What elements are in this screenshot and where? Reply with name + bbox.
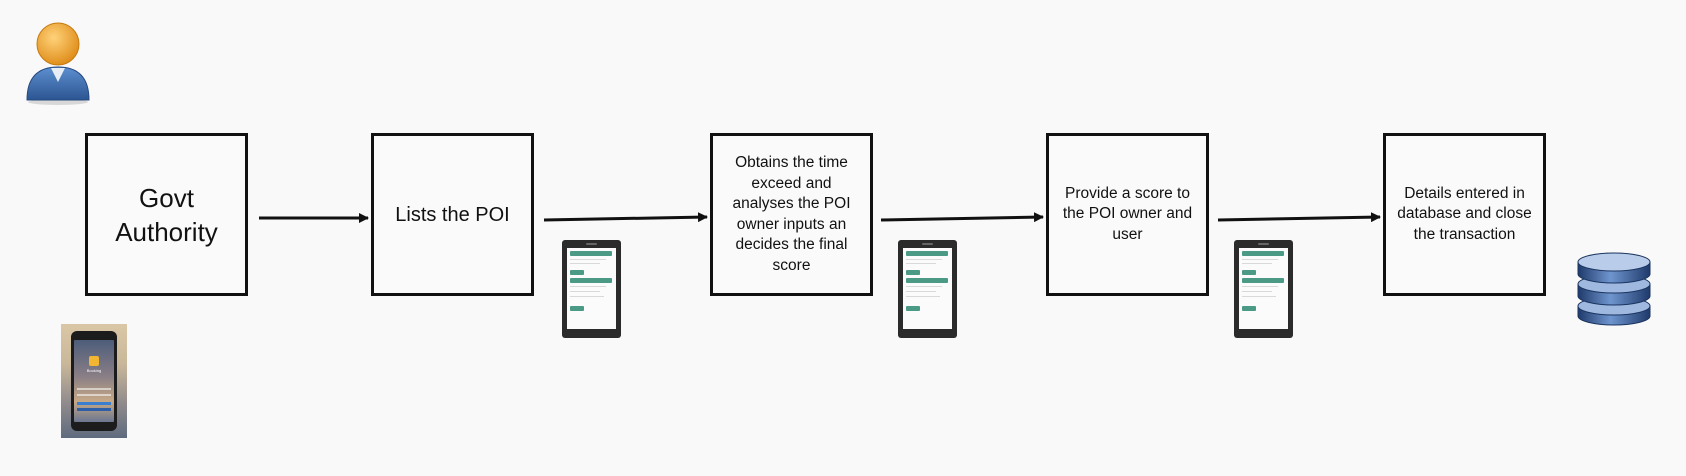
app-screen: Booking: [74, 340, 114, 422]
phone-screen: [1239, 248, 1288, 329]
phone-screen: [903, 248, 952, 329]
step-obtains-time: Obtains the time exceed and analyses the…: [710, 133, 873, 296]
database-icon: [1577, 252, 1651, 326]
step-label: Govt Authority: [115, 182, 218, 247]
mobile-app-icon: [1234, 240, 1293, 338]
user-icon: [26, 22, 90, 105]
arrow-score-to-details: [1217, 212, 1381, 223]
app-logo-icon: [89, 356, 99, 366]
smartphone: Booking: [71, 331, 117, 431]
mobile-app-photo: Booking: [61, 324, 127, 438]
step-provide-score: Provide a score to the POI owner and use…: [1046, 133, 1209, 296]
mobile-app-icon: [562, 240, 621, 338]
step-label: Provide a score to the POI owner and use…: [1062, 184, 1193, 243]
mobile-app-icon: [898, 240, 957, 338]
step-label: Details entered in database and close th…: [1397, 184, 1532, 243]
phone-screen: [567, 248, 616, 329]
app-title: Booking: [86, 368, 102, 373]
arrow-lists-to-obtains: [543, 212, 708, 223]
login-field: [77, 388, 111, 390]
step-lists-poi: Lists the POI: [371, 133, 534, 296]
step-details-entered: Details entered in database and close th…: [1383, 133, 1546, 296]
step-govt-authority: Govt Authority: [85, 133, 248, 296]
password-field: [77, 394, 111, 396]
step-label: Lists the POI: [395, 203, 510, 226]
signup-button: [77, 408, 111, 411]
arrow-obtains-to-score: [880, 212, 1044, 223]
step-label: Obtains the time exceed and analyses the…: [732, 154, 851, 274]
login-button: [77, 402, 111, 405]
